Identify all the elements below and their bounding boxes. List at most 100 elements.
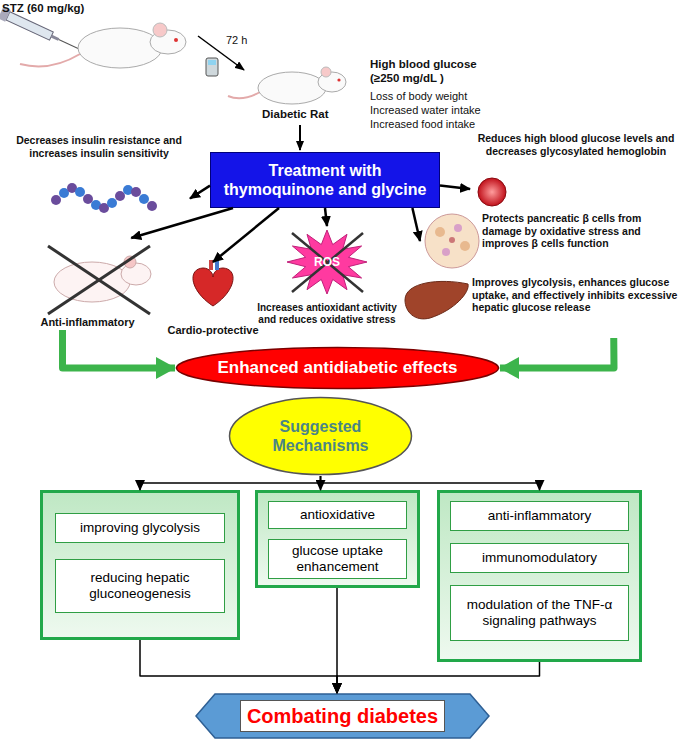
mechanism-group: improving glycolysis reducing hepatic glu… — [40, 490, 240, 640]
effect-node: Protects pancreatic β cells from damage … — [420, 210, 685, 272]
mouse-illustration — [20, 54, 80, 66]
insulin-protein-illustration — [51, 195, 61, 205]
effect-arrow — [63, 330, 176, 368]
model-label: Diabetic Rat — [262, 108, 328, 122]
result-text: Enhanced antidiabetic effects — [175, 346, 500, 390]
mechanism-ellipse-outline — [228, 396, 413, 476]
outcome-text: Combating diabetes — [240, 700, 445, 732]
mechanism-text: immunomodulatory — [451, 544, 628, 572]
heart-illustration — [193, 268, 233, 306]
crossed-rat-illustration — [48, 246, 150, 314]
mechanism-text: antioxidative — [269, 502, 406, 528]
effect-node: Decreases insulin resistance and increas… — [8, 134, 190, 220]
effect-node: ROSIncreases antioxidant activity and re… — [262, 226, 392, 342]
dose-label: STZ (60 mg/kg) — [2, 2, 84, 16]
pancreas-illustration — [425, 214, 479, 268]
effect-node: Reduces high blood glucose levels and de… — [470, 132, 682, 208]
pancreas-illustration — [425, 214, 479, 268]
effect-text: Protects pancreatic β cells from damage … — [482, 212, 682, 250]
crossed-rat-illustration — [48, 246, 151, 314]
mechanism-box: immunomodulatory — [450, 543, 629, 573]
connector-arrow — [337, 662, 540, 693]
mechanism-ellipse: Suggested Mechanisms — [228, 396, 413, 476]
connector-arrow — [440, 186, 470, 189]
mechanism-text: anti-inflammatory — [451, 502, 628, 530]
glucometer-illustration — [208, 60, 216, 65]
outcome-hexagon-shape — [196, 694, 489, 738]
connector-arrow — [131, 208, 233, 238]
insulin-protein-illustration — [83, 194, 93, 204]
insulin-protein-illustration — [131, 187, 141, 197]
connector-arrow — [336, 588, 338, 693]
pancreas-illustration — [449, 237, 455, 243]
red-blood-cell-illustration — [478, 178, 506, 206]
pancreas-illustration — [442, 248, 450, 256]
treatment-text: Treatment with thymoquinone and glycine — [211, 153, 439, 207]
insulin-protein-illustration — [75, 187, 85, 197]
mechanism-box: anti-inflammatory — [450, 501, 629, 531]
effect-node: Anti-inflammatory — [25, 238, 150, 330]
effect-text: Anti-inflammatory — [25, 316, 150, 329]
insulin-protein-illustration — [51, 183, 157, 213]
connector-arrow — [140, 640, 337, 693]
mouse-illustration — [153, 23, 167, 37]
effect-node: Cardio-protective — [158, 262, 268, 340]
mechanism-box: improving glycolysis — [55, 513, 225, 543]
pancreas-illustration — [460, 241, 470, 251]
red-blood-cell-illustration — [478, 178, 506, 206]
mouse-illustration — [78, 28, 162, 68]
heart-illustration — [209, 260, 213, 270]
effect-arrow — [500, 338, 614, 368]
rat-illustration — [321, 67, 331, 77]
mechanism-box: modulation of the TNF-α signaling pathwa… — [450, 585, 629, 641]
mechanism-ellipse-shape — [230, 398, 412, 475]
mechanism-text: glucose uptake enhancement — [269, 540, 406, 578]
heart-illustration — [193, 258, 233, 306]
symptom-text: Increased food intake — [370, 118, 475, 131]
pancreas-illustration — [454, 224, 462, 232]
liver-illustration — [405, 281, 468, 318]
mechanism-box: glucose uptake enhancement — [268, 539, 407, 579]
connector-arrow — [213, 208, 279, 262]
connector-arrow — [325, 208, 327, 226]
effect-node: Improves glycolysis, enhances glucose up… — [400, 276, 685, 338]
star-text: ROS — [262, 255, 392, 269]
connector-arrow — [140, 476, 321, 490]
symptom-text: Loss of body weight — [370, 90, 467, 103]
treatment-box: Treatment with thymoquinone and glycine — [210, 152, 440, 208]
rat-illustration — [228, 92, 260, 98]
mouse-illustration — [20, 23, 186, 68]
glucometer-illustration — [206, 58, 218, 76]
step-arrow — [299, 125, 301, 150]
pancreas-illustration — [435, 227, 445, 237]
time-label: 72 h — [226, 34, 247, 47]
insulin-protein-illustration — [115, 191, 125, 201]
connector-arrow — [321, 476, 540, 490]
effect-text: Decreases insulin resistance and increas… — [8, 134, 190, 159]
syringe-illustration — [51, 35, 60, 41]
mechanism-text: improving glycolysis — [56, 514, 224, 542]
result-ellipse: Enhanced antidiabetic effects — [175, 346, 500, 390]
heart-illustration — [215, 258, 219, 270]
mechanism-group: antioxidative glucose uptake enhancement — [255, 490, 420, 588]
mouse-illustration — [174, 38, 178, 42]
insulin-protein-illustration — [139, 194, 149, 204]
rat-illustration — [228, 67, 346, 104]
mechanism-text: reducing hepatic gluconeogenesis — [56, 560, 224, 612]
mechanism-box: antioxidative — [268, 501, 407, 529]
effect-text: Reduces high blood glucose levels and de… — [470, 132, 682, 157]
connector-arrow — [320, 476, 322, 490]
syringe-illustration — [59, 40, 79, 49]
effect-text: Cardio-protective — [158, 324, 268, 337]
mechanism-group: anti-inflammatory immunomodulatory modulat… — [437, 490, 642, 662]
crossed-rat-illustration — [48, 246, 150, 314]
effect-text: Increases antioxidant activity and reduc… — [257, 302, 397, 326]
effect-text: Improves glycolysis, enhances glucose up… — [472, 276, 683, 314]
mechanism-box: reducing hepatic gluconeogenesis — [55, 559, 225, 613]
symptom-heading: High blood glucose (≥250 mg/dL ) — [370, 58, 500, 86]
insulin-protein-illustration — [107, 198, 117, 208]
glucometer-illustration — [206, 58, 218, 76]
symptom-text: Increased water intake — [370, 104, 481, 117]
connector-arrow — [412, 208, 420, 241]
